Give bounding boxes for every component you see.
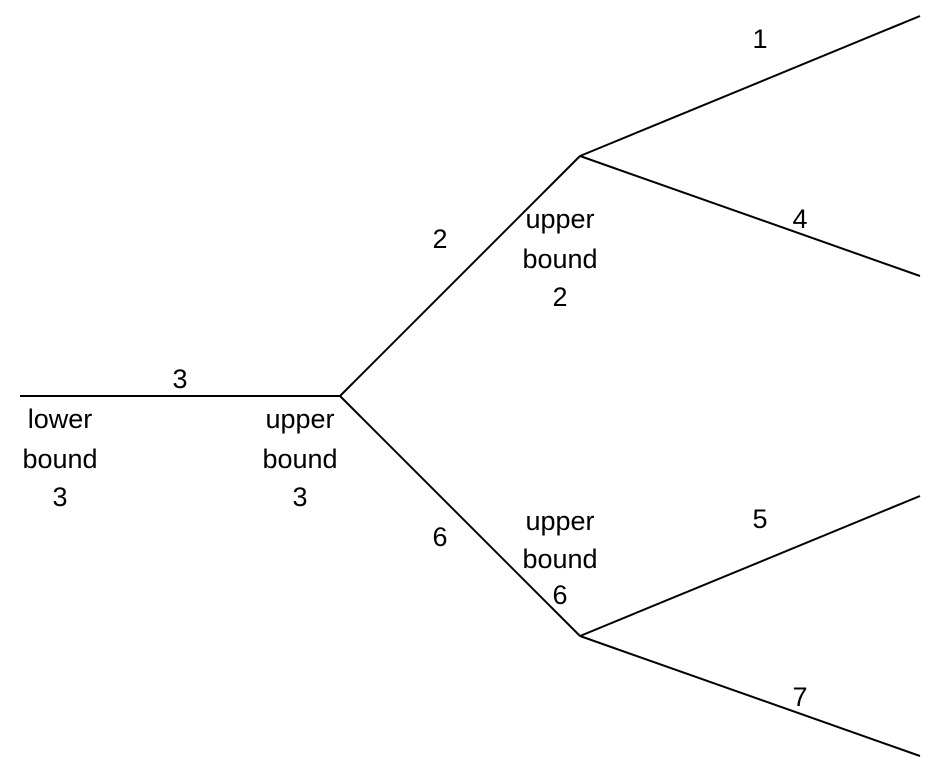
edge-top-up	[579, 15, 921, 157]
node-label-line: upper	[525, 506, 594, 536]
edge-to-bottom-node	[339, 395, 581, 637]
node-label-root-left: lower bound 3	[22, 404, 97, 512]
node-label-line: lower	[28, 404, 93, 434]
node-label-line: bound	[522, 544, 597, 574]
node-label-line: bound	[522, 244, 597, 274]
node-label-bottom: upper bound 6	[522, 506, 597, 610]
edge-label-bottom-down: 7	[792, 682, 807, 712]
node-label-line: upper	[265, 404, 334, 434]
edge-bottom-up	[579, 495, 921, 637]
edge-bottom-down	[579, 635, 921, 757]
node-label-line: bound	[262, 444, 337, 474]
node-label-line: 2	[552, 282, 567, 312]
node-label-line: 6	[552, 580, 567, 610]
node-label-line: bound	[22, 444, 97, 474]
edge-label-bottom-up: 5	[752, 504, 767, 534]
edge-top-down	[579, 155, 921, 277]
node-label-root-right: upper bound 3	[262, 404, 337, 512]
node-label-line: 3	[292, 482, 307, 512]
node-label-line: upper	[525, 204, 594, 234]
edge-label-to-bottom: 6	[432, 522, 447, 552]
edge-label-to-top: 2	[432, 224, 447, 254]
edge-label-top-up: 1	[752, 24, 767, 54]
node-label-line: 3	[52, 482, 67, 512]
edge-label-top-down: 4	[792, 204, 807, 234]
edge-to-top-node	[339, 155, 581, 397]
node-label-top: upper bound 2	[522, 204, 597, 312]
edge-label-root: 3	[172, 364, 187, 394]
